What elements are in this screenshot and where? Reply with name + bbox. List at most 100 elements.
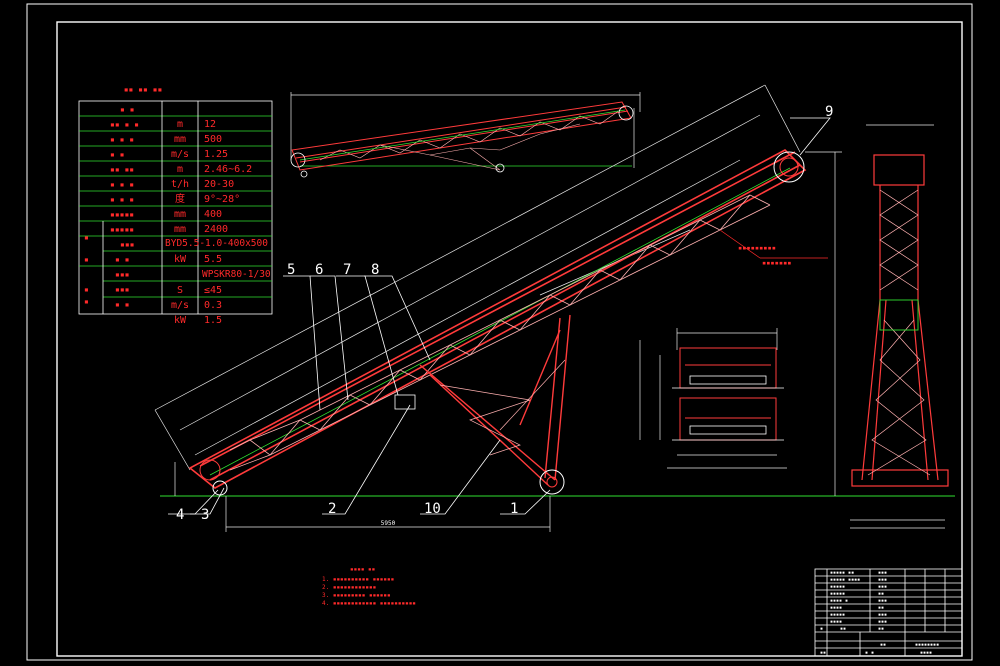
svg-text:▪▪▪: ▪▪▪ <box>878 598 887 604</box>
spec-value-5: 9°~28° <box>204 194 240 205</box>
svg-text:▪: ▪ <box>84 233 89 242</box>
svg-text:▪: ▪ <box>820 626 823 632</box>
svg-text:▪▪ ▪ ▪: ▪▪ ▪ ▪ <box>110 120 139 129</box>
svg-text:▪ ▪: ▪ ▪ <box>115 300 129 309</box>
part-label-2: 2 <box>328 501 336 517</box>
part-label-10: 10 <box>424 501 441 517</box>
spec-unit-7: mm <box>174 224 186 235</box>
svg-text:▪▪: ▪▪ <box>878 626 884 632</box>
spec-unit-12: m/s <box>171 300 189 311</box>
part-label-7: 7 <box>343 262 351 278</box>
svg-text:▪▪▪▪: ▪▪▪▪ <box>830 619 842 625</box>
svg-text:▪▪: ▪▪ <box>840 626 846 632</box>
spec-value-4: 20-30 <box>204 179 234 190</box>
svg-text:▪▪▪▪▪: ▪▪▪▪▪ <box>830 584 845 590</box>
spec-unit-11: S <box>177 285 183 296</box>
svg-text:▪▪▪▪▪▪▪▪▪: ▪▪▪▪▪▪▪▪▪ <box>738 244 776 252</box>
part-leaders <box>168 117 831 515</box>
cross-section-view <box>639 328 787 469</box>
spec-value-12: 0.3 <box>204 300 222 311</box>
svg-text:▪▪▪: ▪▪▪ <box>115 285 129 294</box>
spec-table: ▪▪ ▪▪ ▪▪ <box>78 85 273 326</box>
svg-text:▪▪▪▪▪▪▪: ▪▪▪▪▪▪▪ <box>762 259 792 267</box>
callout-note: ▪▪▪▪▪▪▪▪▪ ▪▪▪▪▪▪▪ <box>719 229 828 267</box>
drawing-frame <box>26 3 973 661</box>
spec-unit-5: 度 <box>175 192 185 205</box>
spec-value-10: WPSKR80-1/30 <box>202 269 271 280</box>
part-label-8: 8 <box>371 262 379 278</box>
svg-text:▪ ▪: ▪ ▪ <box>110 150 124 159</box>
svg-text:▪▪▪: ▪▪▪ <box>878 584 887 590</box>
spec-unit-9: kW <box>174 254 187 265</box>
main-conveyor-view: ▪▪▪▪▪▪▪▪▪ ▪▪▪▪▪▪▪ <box>154 84 955 532</box>
spec-values: 12 500 1.25 2.46~6.2 20-30 9°~28° 400 24… <box>165 119 271 326</box>
spec-unit-13: kW <box>174 315 187 326</box>
svg-text:▪▪▪▪▪▪▪▪: ▪▪▪▪▪▪▪▪ <box>915 642 939 648</box>
spec-unit-4: t/h <box>171 179 189 190</box>
svg-text:1. ▪▪▪▪▪▪▪▪▪▪ ▪▪▪▪▪▪: 1. ▪▪▪▪▪▪▪▪▪▪ ▪▪▪▪▪▪ <box>322 576 394 583</box>
spec-table-grid <box>78 100 273 315</box>
base-length-dimension: 5950 <box>381 520 396 527</box>
spec-value-2: 1.25 <box>204 149 228 160</box>
side-view-tower <box>850 124 950 529</box>
spec-row-names: ▪ ▪ ▪▪ ▪ ▪ ▪ ▪ ▪ ▪ ▪ ▪▪ ▪▪ ▪ ▪ ▪ ▪ ▪ ▪ ▪… <box>84 105 139 309</box>
svg-text:2. ▪▪▪▪▪▪▪▪▪▪▪▪: 2. ▪▪▪▪▪▪▪▪▪▪▪▪ <box>322 584 376 591</box>
svg-text:▪▪▪: ▪▪▪ <box>878 612 887 618</box>
svg-text:▪: ▪ <box>84 285 89 294</box>
svg-text:▪▪▪: ▪▪▪ <box>878 570 887 576</box>
svg-text:▪ ▪: ▪ ▪ <box>115 255 129 264</box>
svg-text:▪ ▪ ▪: ▪ ▪ ▪ <box>110 195 134 204</box>
spec-value-0: 12 <box>204 119 216 130</box>
svg-text:▪▪▪▪▪ ▪▪: ▪▪▪▪▪ ▪▪ <box>830 570 854 576</box>
svg-text:▪▪▪▪ ▪▪: ▪▪▪▪ ▪▪ <box>350 566 375 573</box>
spec-table-title: ▪▪ ▪▪ ▪▪ <box>124 85 163 94</box>
part-label-5: 5 <box>287 262 295 278</box>
spec-value-1: 500 <box>204 134 222 145</box>
svg-text:▪▪▪▪▪: ▪▪▪▪▪ <box>110 210 134 219</box>
svg-text:▪▪▪: ▪▪▪ <box>878 619 887 625</box>
svg-text:▪▪▪▪▪ ▪▪▪▪: ▪▪▪▪▪ ▪▪▪▪ <box>830 577 860 583</box>
title-block-text: ▪▪▪▪▪ ▪▪▪▪▪ ▪▪▪▪▪ ▪▪▪▪▪▪▪ ▪▪▪▪▪▪▪▪ ▪▪▪▪▪… <box>820 570 939 656</box>
svg-text:▪▪ ▪▪: ▪▪ ▪▪ <box>110 165 134 174</box>
svg-text:▪▪: ▪▪ <box>880 642 886 648</box>
spec-value-11: ≤45 <box>204 285 222 296</box>
spec-value-6: 400 <box>204 209 222 220</box>
spec-value-7: 2400 <box>204 224 228 235</box>
svg-text:▪▪▪▪▪: ▪▪▪▪▪ <box>830 612 845 618</box>
svg-text:▪▪▪▪: ▪▪▪▪ <box>830 605 842 611</box>
svg-text:▪ ▪: ▪ ▪ <box>865 650 874 656</box>
spec-unit-2: m/s <box>171 149 189 160</box>
svg-text:▪: ▪ <box>84 297 89 306</box>
spec-unit-1: mm <box>174 134 186 145</box>
svg-text:4. ▪▪▪▪▪▪▪▪▪▪▪▪ ▪▪▪▪▪▪▪▪▪▪: 4. ▪▪▪▪▪▪▪▪▪▪▪▪ ▪▪▪▪▪▪▪▪▪▪ <box>322 600 416 607</box>
svg-text:▪▪▪: ▪▪▪ <box>115 270 129 279</box>
svg-text:▪▪▪▪▪: ▪▪▪▪▪ <box>830 591 845 597</box>
spec-unit-0: m <box>177 119 183 130</box>
svg-text:▪▪▪▪▪: ▪▪▪▪▪ <box>110 225 134 234</box>
spec-units: m mm m/s m t/h 度 mm mm kW S m/s kW <box>171 119 189 326</box>
svg-text:▪▪▪▪ ▪: ▪▪▪▪ ▪ <box>830 598 848 604</box>
svg-text:▪▪: ▪▪ <box>878 605 884 611</box>
svg-text:▪ ▪ ▪: ▪ ▪ ▪ <box>110 180 134 189</box>
spec-value-9: 5.5 <box>204 254 222 265</box>
svg-text:▪▪▪: ▪▪▪ <box>120 240 134 249</box>
svg-text:▪: ▪ <box>84 255 89 264</box>
svg-text:▪▪: ▪▪ <box>820 650 826 656</box>
part-label-4: 4 <box>176 507 184 523</box>
svg-text:▪ ▪ ▪: ▪ ▪ ▪ <box>110 135 134 144</box>
spec-unit-3: m <box>177 164 183 175</box>
svg-text:3. ▪▪▪▪▪▪▪▪▪ ▪▪▪▪▪▪: 3. ▪▪▪▪▪▪▪▪▪ ▪▪▪▪▪▪ <box>322 592 391 599</box>
part-label-3: 3 <box>201 507 209 523</box>
spec-value-3: 2.46~6.2 <box>204 164 252 175</box>
svg-text:▪▪▪▪: ▪▪▪▪ <box>920 650 932 656</box>
title-block <box>814 568 963 657</box>
spec-unit-6: mm <box>174 209 186 220</box>
technical-notes: ▪▪▪▪ ▪▪ 1. ▪▪▪▪▪▪▪▪▪▪ ▪▪▪▪▪▪ 2. ▪▪▪▪▪▪▪▪… <box>322 566 416 607</box>
svg-text:▪▪: ▪▪ <box>878 591 884 597</box>
svg-text:▪▪▪: ▪▪▪ <box>878 577 887 583</box>
part-label-1: 1 <box>510 501 518 517</box>
part-numbers: 1 2 3 4 5 6 7 8 9 10 <box>176 104 833 523</box>
top-view-conveyor <box>290 92 641 178</box>
part-label-6: 6 <box>315 262 323 278</box>
